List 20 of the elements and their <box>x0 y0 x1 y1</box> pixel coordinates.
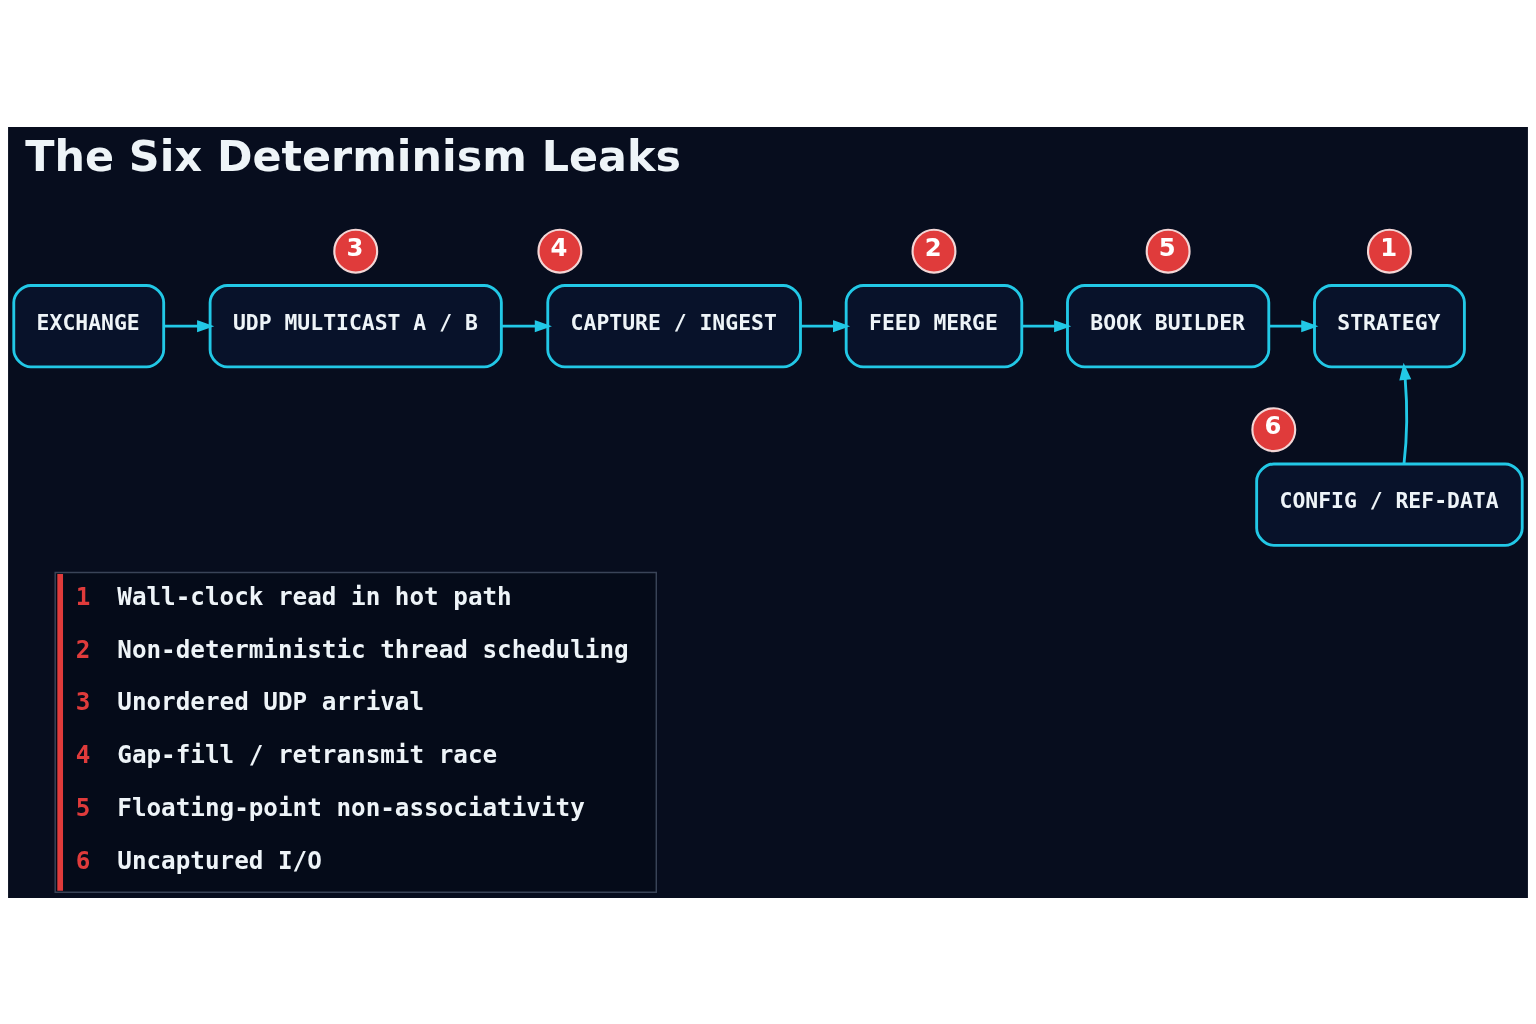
node-circle: 1 <box>1366 228 1412 274</box>
node-circle: 6 <box>1251 406 1297 452</box>
node-circle: 2 <box>911 228 957 274</box>
node-box: EXCHANGE <box>12 283 166 368</box>
node-box: UDP MULTICAST A / B <box>208 283 503 368</box>
node-box: STRATEGY <box>1313 283 1466 368</box>
node-box: CAPTURE / INGEST <box>546 283 802 368</box>
node-circle: 5 <box>1145 228 1191 274</box>
arrow <box>1021 319 1072 332</box>
arrow <box>163 319 215 332</box>
diagram-title: The Six Determinism Leaks <box>25 130 681 181</box>
arrow <box>501 319 552 332</box>
arrow <box>1399 362 1412 464</box>
node-box: CONFIG / REF-DATA <box>1255 462 1524 547</box>
node-circle: 4 <box>537 228 583 274</box>
node-box: BOOK BUILDER <box>1066 283 1271 368</box>
node-box: FEED MERGE <box>844 283 1024 368</box>
node-circle: 3 <box>333 228 379 274</box>
arrow <box>800 319 851 332</box>
arrow <box>1268 319 1319 332</box>
